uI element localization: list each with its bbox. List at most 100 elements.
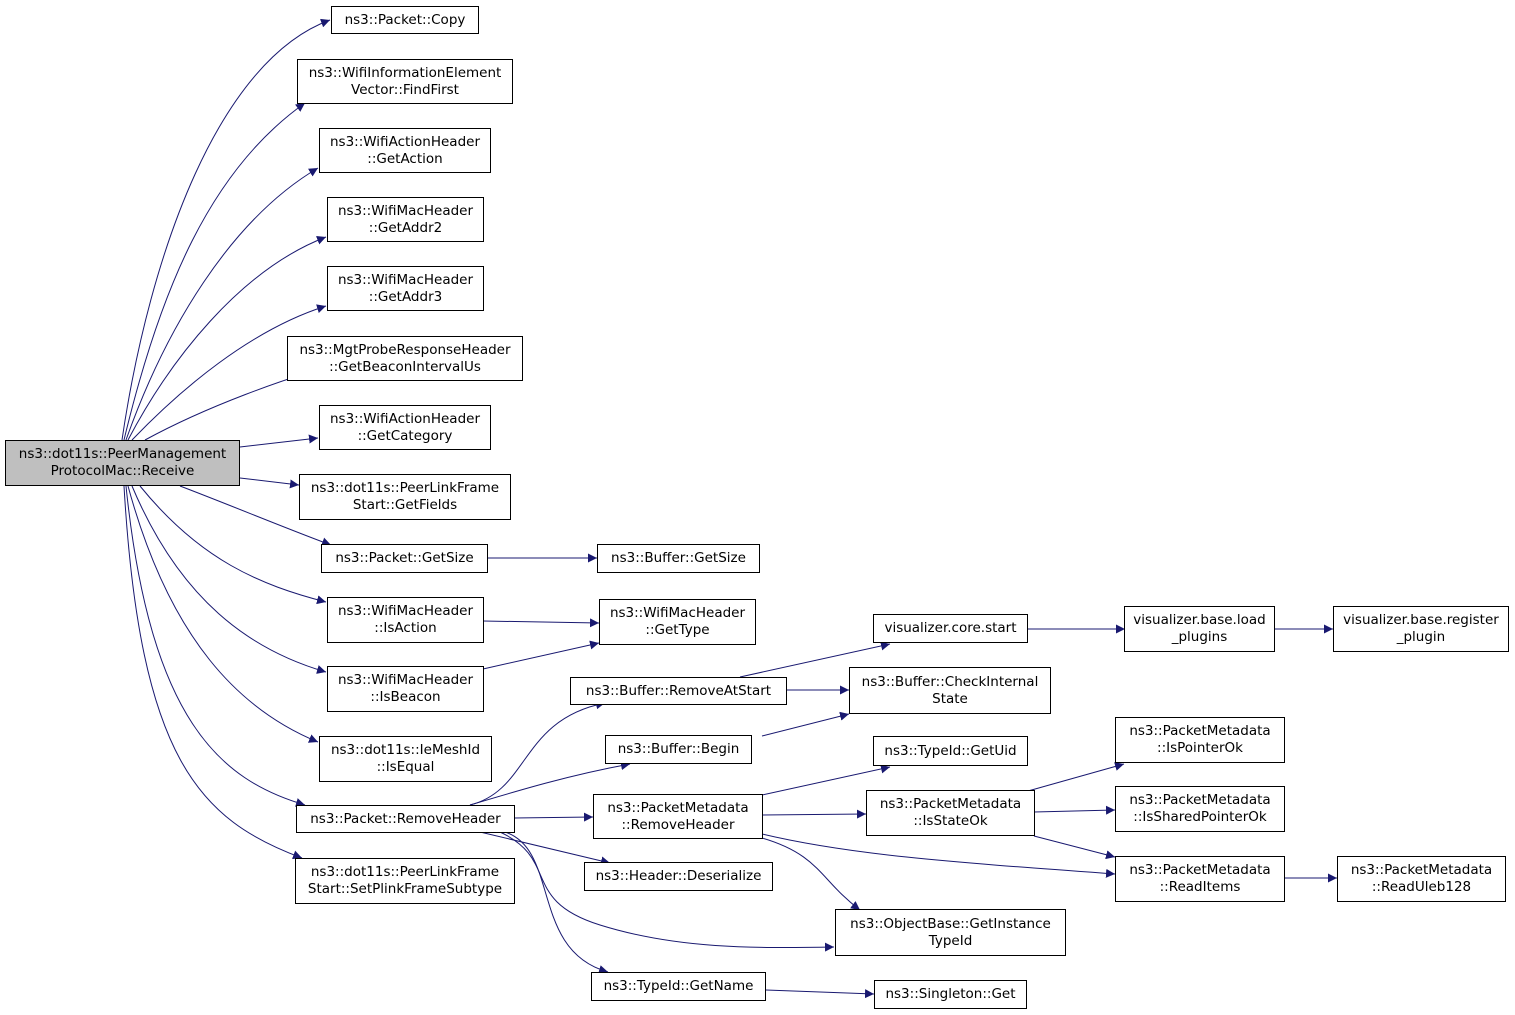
node-load-plugins[interactable]: visualizer.base.load _plugins: [1124, 606, 1275, 652]
node-peermanagementprotocolmac-receive: ns3::dot11s::PeerManagement ProtocolMac:…: [5, 440, 240, 486]
node-label-line2: ::IsAction: [374, 620, 437, 636]
node-label-line2: TypeId: [928, 932, 973, 949]
node-packetmetadata-removeheader[interactable]: ns3::PacketMetadata ::RemoveHeader: [593, 794, 763, 839]
node-label-line2: ::IsStateOk: [913, 813, 988, 829]
edge-removeheader-deserialize: [479, 831, 611, 866]
node-label-line2: ::GetAddr3: [368, 288, 443, 305]
node-label-line1: ns3::Header::Deserialize: [595, 868, 762, 884]
edge-removeheader-removeatstart: [469, 700, 606, 806]
node-label-line1: ns3::WifiMacHeader: [337, 271, 474, 288]
node-label-line2: ::IsPointerOk: [1157, 740, 1243, 756]
node-getaction[interactable]: ns3::WifiActionHeader ::GetAction: [319, 128, 491, 173]
edge-isbeacon-gettype: [482, 640, 600, 670]
node-label-line1: ns3::dot11s::PeerManagement: [18, 446, 227, 462]
node-singleton-get[interactable]: ns3::Singleton::Get: [874, 980, 1027, 1009]
node-packet-copy[interactable]: ns3::Packet::Copy: [331, 6, 479, 34]
node-label-line1: ns3::Buffer::CheckInternal: [861, 673, 1039, 690]
node-label-line2: ::RemoveHeader: [621, 816, 735, 833]
edge-pm-removeheader-getinstance: [761, 837, 861, 911]
node-getinstancetypeid[interactable]: ns3::ObjectBase::GetInstance TypeId: [835, 909, 1066, 956]
node-label-line1: ns3::MgtProbeResponseHeader: [299, 341, 511, 358]
node-label-line2: ::IsSharedPointerOk: [1133, 809, 1267, 825]
node-label-line2: _plugins: [1171, 629, 1228, 645]
node-visualizer-core-start[interactable]: visualizer.core.start: [873, 614, 1028, 643]
node-label-line1: ns3::Packet::GetSize: [335, 550, 474, 566]
node-findfirst[interactable]: ns3::WifiInformationElement Vector::Find…: [297, 59, 513, 104]
node-getaddr3[interactable]: ns3::WifiMacHeader ::GetAddr3: [327, 266, 484, 311]
node-label-line2: ::GetBeaconIntervalUs: [329, 358, 481, 375]
edge-receive-copy: [121, 18, 331, 441]
edge-isaction-gettype: [482, 618, 600, 628]
node-removeatstart[interactable]: ns3::Buffer::RemoveAtStart: [570, 677, 787, 705]
edge-receive-isequal: [127, 485, 319, 743]
edge-removeheader-begin: [469, 761, 631, 806]
edge-removeheader-getname: [504, 831, 609, 974]
node-ispointerok[interactable]: ns3::PacketMetadata ::IsPointerOk: [1115, 717, 1285, 763]
node-label-line2: State: [932, 690, 968, 707]
edge-receive-getaction: [125, 167, 319, 441]
edge-receive-getaddr3: [131, 304, 327, 441]
edge-receive-packet-getsize: [179, 485, 332, 547]
edge-pm-removeheader-getuid: [761, 764, 891, 796]
node-label-line1: ns3::PacketMetadata: [1129, 723, 1271, 739]
node-label-line2: ::GetCategory: [357, 427, 453, 444]
node-label-line2: ::ReadItems: [1159, 879, 1241, 895]
edge-receive-isbeacon: [131, 485, 327, 674]
node-label-line1: ns3::PacketMetadata: [1129, 792, 1271, 808]
node-header-deserialize[interactable]: ns3::Header::Deserialize: [584, 862, 773, 891]
node-typeid-getname[interactable]: ns3::TypeId::GetName: [591, 972, 766, 1001]
edge-removeheader-getinstance: [499, 831, 835, 952]
node-label-line1: ns3::WifiActionHeader: [329, 133, 481, 150]
node-label-line1: visualizer.base.load: [1133, 612, 1266, 628]
node-buffer-getsize[interactable]: ns3::Buffer::GetSize: [597, 544, 760, 573]
node-label-line1: ns3::Buffer::Begin: [617, 741, 740, 757]
node-issharedpointerok[interactable]: ns3::PacketMetadata ::IsSharedPointerOk: [1115, 786, 1285, 832]
node-getfields[interactable]: ns3::dot11s::PeerLinkFrame Start::GetFie…: [299, 474, 511, 520]
node-isaction[interactable]: ns3::WifiMacHeader ::IsAction: [327, 597, 484, 643]
node-getaddr2[interactable]: ns3::WifiMacHeader ::GetAddr2: [327, 197, 484, 242]
node-label-line1: ns3::Singleton::Get: [885, 986, 1016, 1002]
node-label-line1: ns3::WifiActionHeader: [329, 410, 481, 427]
edge-isstateok-ispointerok: [1027, 762, 1125, 792]
node-label-line1: ns3::dot11s::PeerLinkFrame: [310, 480, 500, 496]
node-isstateok[interactable]: ns3::PacketMetadata ::IsStateOk: [866, 790, 1035, 836]
node-label-line1: ns3::Buffer::RemoveAtStart: [585, 682, 772, 699]
node-packet-getsize[interactable]: ns3::Packet::GetSize: [321, 544, 488, 573]
node-setplinkframesubtype[interactable]: ns3::dot11s::PeerLinkFrame Start::SetPli…: [295, 858, 515, 904]
node-label-line2: ProtocolMac::Receive: [50, 463, 195, 479]
node-label-line1: visualizer.core.start: [884, 620, 1017, 636]
node-label-line2: Vector::FindFirst: [351, 81, 459, 98]
node-label-line1: ns3::PacketMetadata: [607, 799, 749, 816]
node-label-line1: ns3::WifiInformationElement: [308, 64, 502, 81]
edge-receive-setplink: [123, 485, 303, 860]
node-isbeacon[interactable]: ns3::WifiMacHeader ::IsBeacon: [327, 666, 484, 712]
node-label-line1: visualizer.base.register: [1343, 612, 1499, 628]
node-label-line2: Start::SetPlinkFrameSubtype: [307, 881, 503, 897]
node-label-line2: ::GetAddr2: [368, 219, 443, 236]
edge-pm-removeheader-isstateok: [761, 809, 867, 819]
node-label-line1: ns3::WifiMacHeader: [337, 603, 474, 619]
node-label-line1: ns3::Packet::RemoveHeader: [310, 810, 501, 827]
edge-isstateok-readitems: [1033, 835, 1116, 860]
edge-receive-removeheader: [125, 485, 306, 807]
node-label-line1: ns3::PacketMetadata: [879, 796, 1022, 812]
node-label-line1: ns3::Packet::Copy: [344, 11, 466, 28]
node-packet-removeheader[interactable]: ns3::Packet::RemoveHeader: [296, 805, 515, 833]
node-isequal[interactable]: ns3::dot11s::IeMeshId ::IsEqual: [319, 736, 492, 782]
node-typeid-getuid[interactable]: ns3::TypeId::GetUid: [873, 736, 1028, 766]
node-gettype[interactable]: ns3::WifiMacHeader ::GetType: [599, 599, 756, 645]
node-register-plugin[interactable]: visualizer.base.register _plugin: [1333, 606, 1509, 652]
edge-begin-checkinternal: [761, 711, 850, 737]
node-label-line1: ns3::WifiMacHeader: [337, 202, 474, 219]
node-getbeaconintervalus[interactable]: ns3::MgtProbeResponseHeader ::GetBeaconI…: [287, 336, 523, 381]
node-readitems[interactable]: ns3::PacketMetadata ::ReadItems: [1115, 856, 1285, 902]
edge-removeheader-pm-removeheader: [513, 812, 594, 822]
node-label-line2: ::GetAction: [367, 150, 443, 167]
node-label-line2: Start::GetFields: [352, 497, 458, 513]
node-buffer-begin[interactable]: ns3::Buffer::Begin: [605, 735, 752, 764]
node-label-line1: ns3::TypeId::GetName: [603, 978, 754, 994]
node-getcategory[interactable]: ns3::WifiActionHeader ::GetCategory: [319, 405, 491, 450]
node-checkinternalstate[interactable]: ns3::Buffer::CheckInternal State: [849, 667, 1051, 714]
node-readuleb128[interactable]: ns3::PacketMetadata ::ReadUleb128: [1337, 856, 1506, 902]
